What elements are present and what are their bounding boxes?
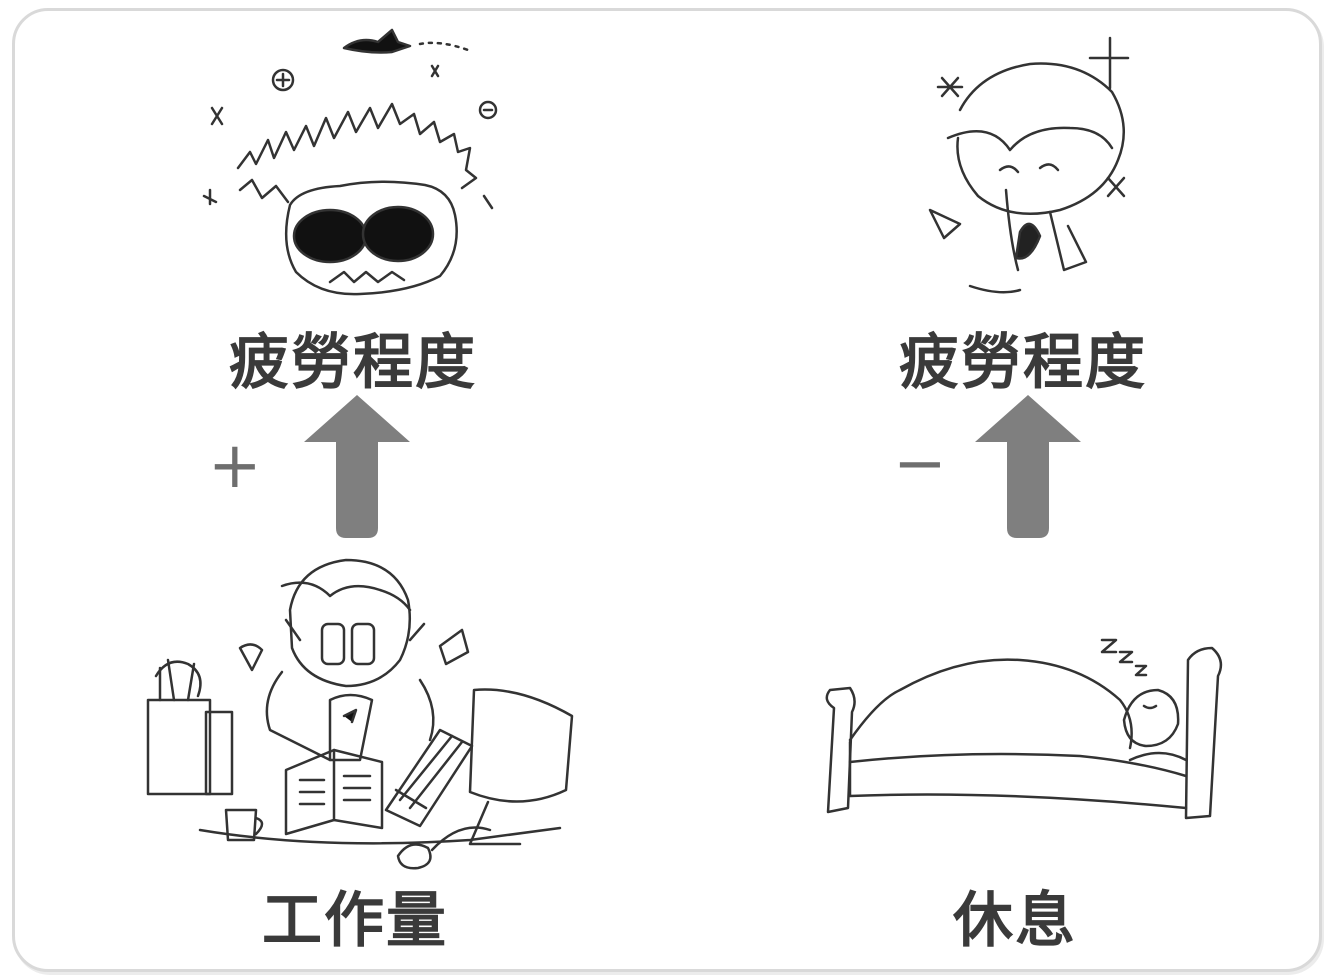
left-up-arrow-icon <box>304 395 410 538</box>
busy-worker-illustration <box>146 558 574 870</box>
arrows <box>304 395 1081 538</box>
exhausted-face-illustration <box>202 28 498 296</box>
diagram-panel <box>12 8 1322 972</box>
right-up-arrow-icon <box>975 395 1081 538</box>
negative-sign: − <box>893 427 947 501</box>
refreshed-person-illustration <box>928 36 1130 294</box>
fatigue-level-label-right: 疲勞程度 <box>899 328 1147 398</box>
positive-sign: + <box>208 429 262 503</box>
workload-label: 工作量 <box>262 886 448 956</box>
sleeping-in-bed-illustration <box>825 638 1223 820</box>
fatigue-level-label-left: 疲勞程度 <box>229 328 477 398</box>
rest-label: 休息 <box>953 886 1077 956</box>
